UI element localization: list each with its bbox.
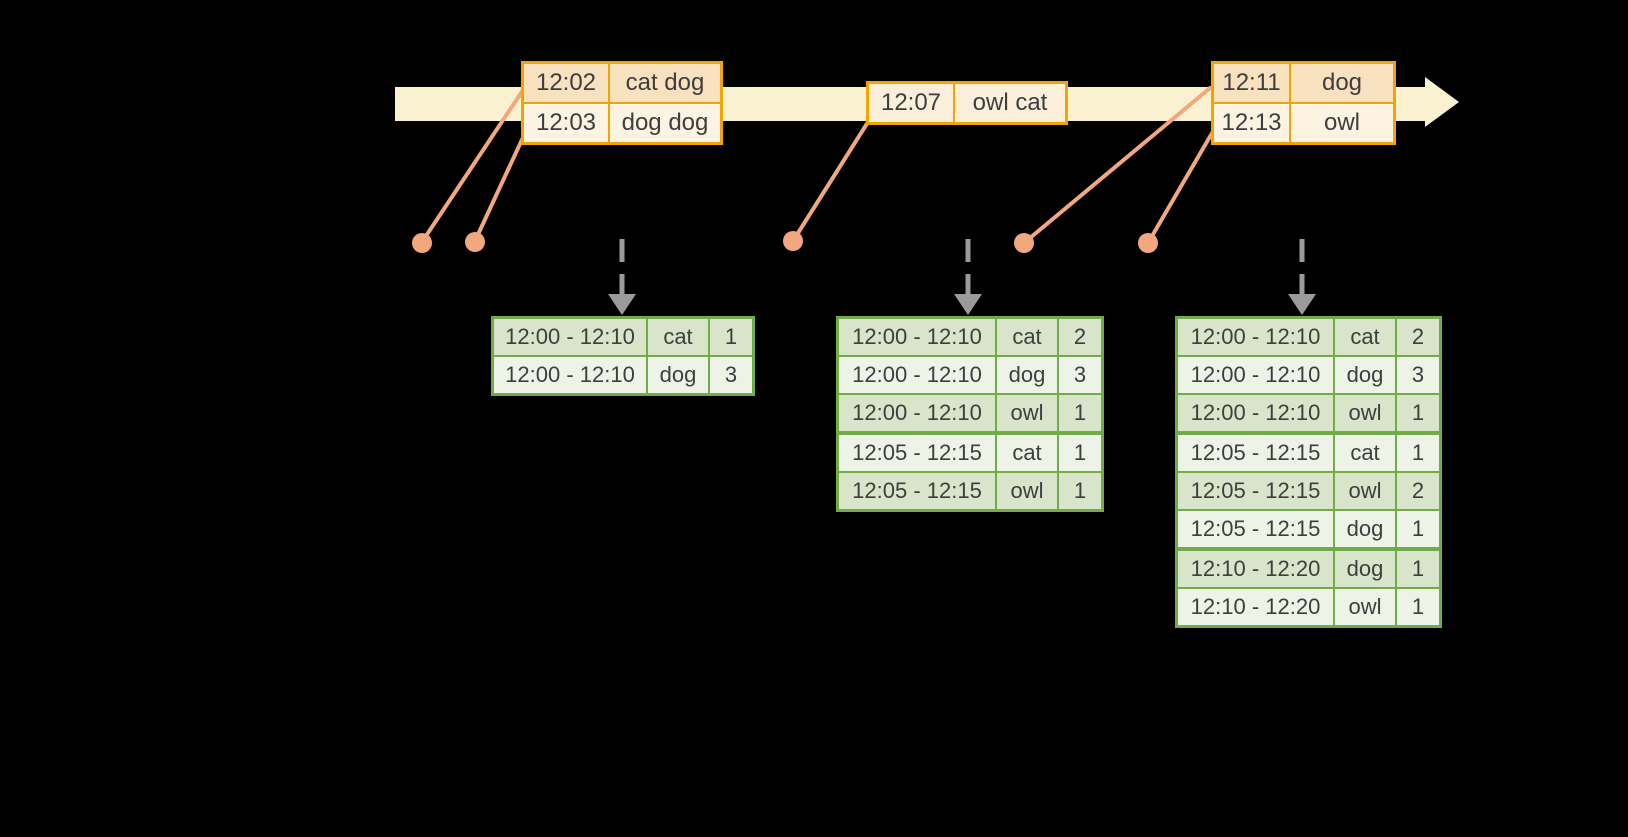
table-row: 12:05 - 12:15 cat 1 xyxy=(836,431,1104,473)
word-cell: dog xyxy=(646,355,710,396)
word-cell: owl xyxy=(1333,393,1397,434)
connector-line xyxy=(473,129,528,243)
word-cell: owl xyxy=(995,471,1059,512)
window-cell: 12:00 - 12:10 xyxy=(836,316,997,357)
count-cell: 1 xyxy=(1395,587,1442,628)
table-row: 12:00 - 12:10 cat 2 xyxy=(1175,316,1442,357)
connector-line xyxy=(1022,86,1212,245)
word-cell: dog xyxy=(1333,547,1397,589)
count-cell: 2 xyxy=(1395,316,1442,357)
event-words-cell: dog xyxy=(1291,64,1393,102)
connector-line xyxy=(1146,126,1217,245)
window-cell: 12:05 - 12:15 xyxy=(836,471,997,512)
table-row: 12:10 - 12:20 owl 1 xyxy=(1175,587,1442,628)
table-row: 12:00 - 12:10 cat 1 xyxy=(491,316,755,357)
word-cell: cat xyxy=(1333,316,1397,357)
event-dot xyxy=(412,233,432,253)
trigger-arrowhead-icon xyxy=(954,294,982,315)
window-cell: 12:10 - 12:20 xyxy=(1175,547,1335,589)
word-cell: dog xyxy=(1333,355,1397,395)
count-cell: 1 xyxy=(1395,547,1442,589)
event-time-cell: 12:03 xyxy=(524,104,608,142)
table-row: 12:05 - 12:15 dog 1 xyxy=(1175,509,1442,550)
result-table-2: 12:00 - 12:10 cat 2 12:00 - 12:10 dog 3 … xyxy=(836,316,1104,512)
window-cell: 12:00 - 12:10 xyxy=(1175,393,1335,434)
trigger-arrowheads xyxy=(608,294,1316,315)
word-cell: dog xyxy=(995,355,1059,395)
count-cell: 1 xyxy=(1395,509,1442,550)
window-cell: 12:00 - 12:10 xyxy=(1175,355,1335,395)
word-cell: owl xyxy=(1333,587,1397,628)
result-table-1: 12:00 - 12:10 cat 1 12:00 - 12:10 dog 3 xyxy=(491,316,755,396)
count-cell: 1 xyxy=(1057,393,1104,434)
result-table-3: 12:00 - 12:10 cat 2 12:00 - 12:10 dog 3 … xyxy=(1175,316,1442,628)
word-cell: dog xyxy=(1333,509,1397,550)
event-words-cell: dog dog xyxy=(610,104,720,142)
count-cell: 2 xyxy=(1395,471,1442,511)
count-cell: 1 xyxy=(1395,431,1442,473)
event-dots xyxy=(412,231,1158,253)
word-cell: cat xyxy=(646,316,710,357)
word-cell: owl xyxy=(1333,471,1397,511)
event-time-cell: 12:11 xyxy=(1214,64,1289,102)
count-cell: 3 xyxy=(708,355,755,396)
table-row: 12:00 - 12:10 owl 1 xyxy=(836,393,1104,434)
table-row: 12:05 - 12:15 owl 1 xyxy=(836,471,1104,512)
trigger-arrow-shafts xyxy=(619,239,1305,297)
table-row: 12:10 - 12:20 dog 1 xyxy=(1175,547,1442,589)
event-dot xyxy=(465,232,485,252)
count-cell: 3 xyxy=(1057,355,1104,395)
window-cell: 12:00 - 12:10 xyxy=(836,355,997,395)
window-cell: 12:00 - 12:10 xyxy=(491,316,648,357)
trigger-arrowhead-icon xyxy=(608,294,636,315)
count-cell: 1 xyxy=(1395,393,1442,434)
window-cell: 12:00 - 12:10 xyxy=(491,355,648,396)
window-cell: 12:05 - 12:15 xyxy=(1175,431,1335,473)
window-cell: 12:05 - 12:15 xyxy=(1175,471,1335,511)
window-cell: 12:05 - 12:15 xyxy=(1175,509,1335,550)
word-cell: cat xyxy=(995,316,1059,357)
window-cell: 12:00 - 12:10 xyxy=(1175,316,1335,357)
table-row: 12:00 - 12:10 cat 2 xyxy=(836,316,1104,357)
table-row: 12:00 - 12:10 dog 3 xyxy=(1175,355,1442,395)
event-words-cell: cat dog xyxy=(610,64,720,102)
word-cell: cat xyxy=(1333,431,1397,473)
table-row: 12:00 - 12:10 dog 3 xyxy=(836,355,1104,395)
event-words-cell: owl cat xyxy=(955,84,1065,122)
window-cell: 12:05 - 12:15 xyxy=(836,431,997,473)
connector-line xyxy=(791,120,870,243)
table-row: 12:00 - 12:10 owl 1 xyxy=(1175,393,1442,434)
table-row: 12:05 - 12:15 owl 2 xyxy=(1175,471,1442,511)
count-cell: 1 xyxy=(1057,471,1104,512)
event-words-cell: owl xyxy=(1291,104,1393,142)
event-dot xyxy=(1014,233,1034,253)
count-cell: 2 xyxy=(1057,316,1104,357)
table-row: 12:05 - 12:15 cat 1 xyxy=(1175,431,1442,473)
trigger-arrowhead-icon xyxy=(1288,294,1316,315)
event-dot xyxy=(1138,233,1158,253)
event-box-1: 12:02 cat dog 12:03 dog dog xyxy=(521,61,723,145)
window-cell: 12:00 - 12:10 xyxy=(836,393,997,434)
window-cell: 12:10 - 12:20 xyxy=(1175,587,1335,628)
event-time-cell: 12:07 xyxy=(869,84,953,122)
timeline-arrowhead-icon xyxy=(1425,77,1459,127)
event-box-3: 12:11 dog 12:13 owl xyxy=(1211,61,1396,145)
event-time-cell: 12:02 xyxy=(524,64,608,102)
count-cell: 3 xyxy=(1395,355,1442,395)
event-dot xyxy=(783,231,803,251)
word-cell: owl xyxy=(995,393,1059,434)
table-row: 12:00 - 12:10 dog 3 xyxy=(491,355,755,396)
connector-line xyxy=(420,88,525,244)
word-cell: cat xyxy=(995,431,1059,473)
event-connector-lines xyxy=(420,86,1217,245)
count-cell: 1 xyxy=(708,316,755,357)
event-time-cell: 12:13 xyxy=(1214,104,1289,142)
count-cell: 1 xyxy=(1057,431,1104,473)
event-box-2: 12:07 owl cat xyxy=(866,81,1068,125)
